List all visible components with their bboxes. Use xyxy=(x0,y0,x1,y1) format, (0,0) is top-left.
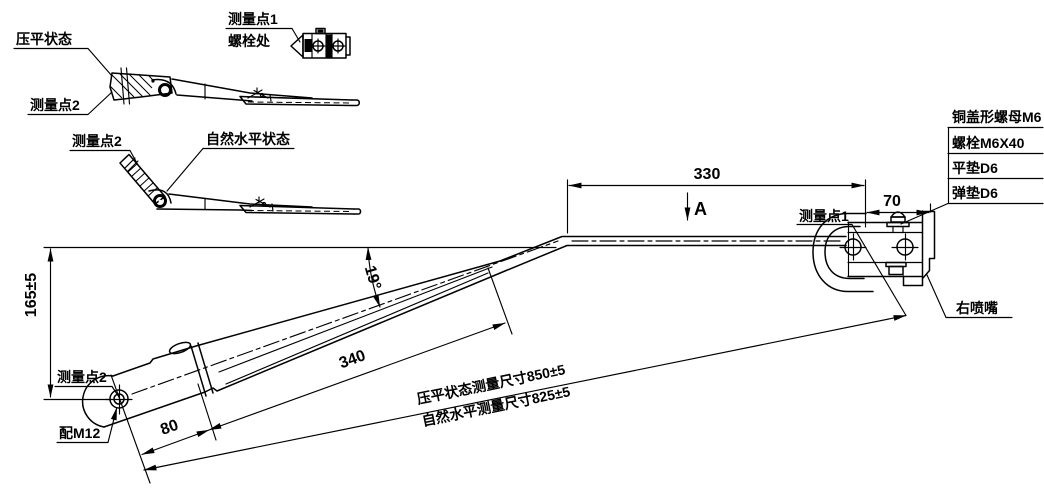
detail-point1-label: 测量点1 xyxy=(228,11,278,27)
dim-340: 340 xyxy=(337,347,368,372)
flat-arm-drawing xyxy=(109,67,361,107)
right-end-assembly xyxy=(812,210,936,293)
part-cap-nut: 铜盖形螺母M6 xyxy=(952,109,1042,125)
part-spring-washer: 弹垫D6 xyxy=(952,185,998,201)
natural-state-view: 测量点2 自然水平状态 xyxy=(69,131,362,215)
bottom-nut xyxy=(885,261,907,276)
dim-330: 330 xyxy=(694,166,721,183)
main-labels: 测量点1 测量点2 配M12 右喷嘴 xyxy=(54,208,1013,444)
flat-point2-label: 测量点2 xyxy=(30,97,80,113)
section-a-label: A xyxy=(694,199,707,219)
bolt-detail-view: 测量点1 螺栓处 xyxy=(225,11,351,59)
flat-state-label: 压平状态 xyxy=(16,31,72,47)
m12-label: 配M12 xyxy=(59,425,100,441)
main-point1-label: 测量点1 xyxy=(799,208,849,224)
top-bolt xyxy=(886,211,910,233)
dim-165: 165±5 xyxy=(23,273,40,317)
part-bolt: 螺栓M6X40 xyxy=(952,135,1025,151)
dimensions: 165±5 330 70 A 19° 80 340 压平状态测量尺寸850±5 … xyxy=(23,166,932,484)
dim-70: 70 xyxy=(883,193,901,210)
main-arm-drawing xyxy=(81,235,847,428)
part-flat-washer: 平垫D6 xyxy=(952,160,998,176)
dim-80: 80 xyxy=(158,417,181,439)
dim-angle: 19° xyxy=(361,264,384,292)
detail-bolt-label: 螺栓处 xyxy=(228,33,271,49)
natural-state-label: 自然水平状态 xyxy=(206,131,290,147)
bolt-detail-drawing xyxy=(290,27,351,59)
flat-state-view: 压平状态 测量点2 xyxy=(13,31,361,116)
main-point2-label: 测量点2 xyxy=(57,369,107,385)
nozzle-label: 右喷嘴 xyxy=(955,300,998,316)
parts-list: 铜盖形螺母M6 螺栓M6X40 平垫D6 弹垫D6 xyxy=(900,109,1044,225)
natural-point2-label: 测量点2 xyxy=(72,133,122,149)
natural-arm-drawing xyxy=(119,153,362,215)
